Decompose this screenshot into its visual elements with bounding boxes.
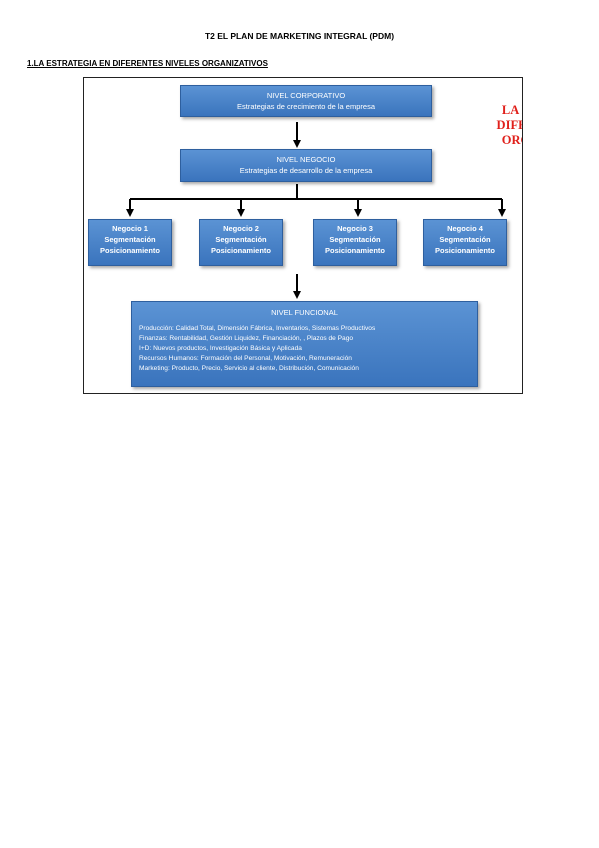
side-label-line3: ORG <box>501 133 522 147</box>
business-unit-line2: Segmentación <box>439 235 491 244</box>
side-label-line1: LA E <box>501 103 522 117</box>
cropped-side-label: LA E DIFER ORG <box>476 103 522 148</box>
functional-line-rnd: I+D: Nuevos productos, Investigación Bás… <box>139 345 302 352</box>
corporate-level-subtitle: Estrategias de crecimiento de la empresa <box>237 102 375 111</box>
business-unit-line2: Segmentación <box>329 235 381 244</box>
business-unit-line2: Segmentación <box>215 235 267 244</box>
business-unit-4-box: Negocio 4 Segmentación Posicionamiento <box>423 219 507 266</box>
business-unit-line3: Posicionamiento <box>324 246 385 255</box>
document-title: T2 EL PLAN DE MARKETING INTEGRAL (PDM) <box>204 31 395 41</box>
functional-line-marketing: Marketing: Producto, Precio, Servicio al… <box>139 365 359 372</box>
functional-level-title: NIVEL FUNCIONAL <box>271 308 338 317</box>
section-heading: 1.LA ESTRATEGIA EN DIFERENTES NIVELES OR… <box>27 59 268 68</box>
business-unit-name: Negocio 3 <box>337 224 373 233</box>
business-unit-name: Negocio 1 <box>112 224 148 233</box>
functional-level-box: NIVEL FUNCIONAL Producción: Calidad Tota… <box>131 301 478 387</box>
corporate-level-box: NIVEL CORPORATIVO Estrategias de crecimi… <box>180 85 432 117</box>
business-unit-line3: Posicionamiento <box>99 246 160 255</box>
functional-line-hr: Recursos Humanos: Formación del Personal… <box>139 355 352 362</box>
corporate-level-title: NIVEL CORPORATIVO <box>266 91 346 100</box>
functional-line-finance: Finanzas: Rentabilidad, Gestión Liquidez… <box>139 335 354 342</box>
business-unit-3-box: Negocio 3 Segmentación Posicionamiento <box>313 219 397 266</box>
business-unit-line2: Segmentación <box>104 235 156 244</box>
business-unit-2-box: Negocio 2 Segmentación Posicionamiento <box>199 219 283 266</box>
business-level-subtitle: Estrategias de desarrollo de la empresa <box>239 166 373 175</box>
diagram-connectors <box>126 122 506 299</box>
business-unit-line3: Posicionamiento <box>434 246 495 255</box>
strategy-levels-diagram: NIVEL CORPORATIVO Estrategias de crecimi… <box>83 77 523 394</box>
business-unit-name: Negocio 2 <box>223 224 259 233</box>
business-unit-line3: Posicionamiento <box>210 246 271 255</box>
business-level-box: NIVEL NEGOCIO Estrategias de desarrollo … <box>180 149 432 182</box>
side-label-line2: DIFER <box>496 118 522 132</box>
functional-line-production: Producción: Calidad Total, Dimensión Fáb… <box>139 325 376 332</box>
business-unit-name: Negocio 4 <box>447 224 483 233</box>
business-unit-1-box: Negocio 1 Segmentación Posicionamiento <box>88 219 172 266</box>
business-level-title: NIVEL NEGOCIO <box>276 155 336 164</box>
